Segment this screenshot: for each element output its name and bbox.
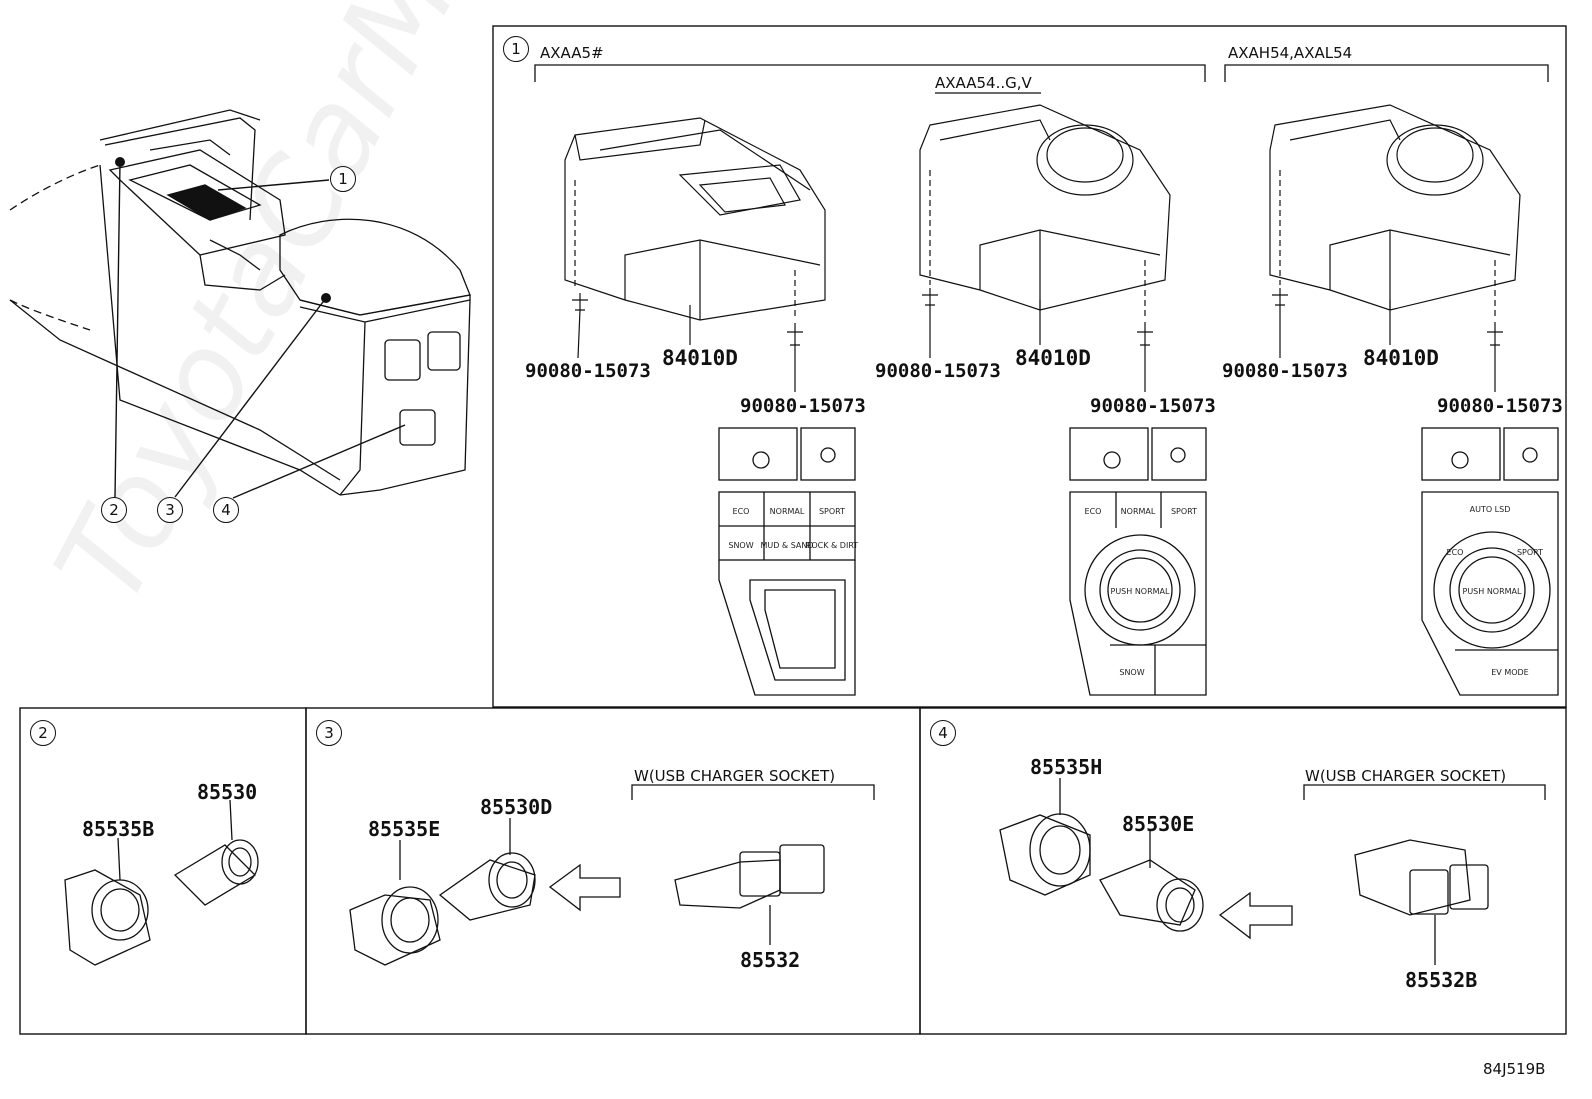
faceplate-a-labels: ECO NORMAL SPORT SNOW MUD & SAND ROCK & … xyxy=(728,507,858,550)
console-overview-drawing xyxy=(9,109,471,496)
overview-callout-3[interactable]: 3 xyxy=(157,497,183,523)
panel-3-parts xyxy=(349,784,875,966)
faceplate-b-labels: ECO NORMAL SPORT PUSH NORMAL SNOW xyxy=(1085,507,1198,677)
part-label-90080-15073-a2[interactable]: 90080-15073 xyxy=(740,395,866,417)
fp-c-btn-ev: EV MODE xyxy=(1491,668,1528,677)
switch-assembly-drawings xyxy=(564,104,1521,392)
panel-4-frame xyxy=(919,707,1567,1035)
part-label-85535h[interactable]: 85535H xyxy=(1030,755,1103,779)
part-label-85532[interactable]: 85532 xyxy=(740,948,801,972)
panel-1-frame xyxy=(492,25,1567,708)
fp-a-btn-rock: ROCK & DIRT xyxy=(806,541,859,550)
switch-assembly-c xyxy=(1269,104,1521,346)
switch-assembly-b xyxy=(919,104,1171,346)
fp-b-btn-eco: ECO xyxy=(1085,507,1102,516)
part-label-90080-15073-b1[interactable]: 90080-15073 xyxy=(875,360,1001,382)
fp-b-btn-normal: NORMAL xyxy=(1121,507,1156,516)
callout-dot-2 xyxy=(115,157,125,167)
panel-4-parts xyxy=(999,778,1546,965)
faceplate-b xyxy=(1069,427,1207,696)
group-label-axah54: AXAH54,AXAL54 xyxy=(1228,44,1353,62)
part-label-90080-15073-c1[interactable]: 90080-15073 xyxy=(1222,360,1348,382)
panel-2-index: 2 xyxy=(30,720,56,746)
faceplate-a xyxy=(718,427,856,696)
switch-assembly-a xyxy=(564,117,826,346)
switch-faceplates xyxy=(718,427,1559,696)
fp-c-btn-sport: SPORT xyxy=(1517,548,1543,557)
panel-3-frame xyxy=(305,707,921,1035)
fp-a-btn-sport: SPORT xyxy=(819,507,845,516)
fp-a-btn-eco: ECO xyxy=(733,507,750,516)
panel-3-index: 3 xyxy=(316,720,342,746)
fp-c-btn-lsd: AUTO LSD xyxy=(1470,505,1511,514)
panel-2-frame xyxy=(19,707,307,1035)
part-label-85530[interactable]: 85530 xyxy=(197,780,258,804)
panel-4-index: 4 xyxy=(930,720,956,746)
panel-1-index: 1 xyxy=(503,36,529,62)
faceplate-c xyxy=(1421,427,1559,696)
fp-c-dial: PUSH NORMAL xyxy=(1463,587,1523,596)
part-label-85535e[interactable]: 85535E xyxy=(368,817,441,841)
part-label-85530d[interactable]: 85530D xyxy=(480,795,553,819)
faceplate-c-labels: AUTO LSD ECO SPORT PUSH NORMAL EV MODE xyxy=(1447,505,1544,677)
callout-dot-3 xyxy=(321,293,331,303)
fp-b-btn-sport: SPORT xyxy=(1171,507,1197,516)
fp-a-btn-normal: NORMAL xyxy=(770,507,805,516)
part-label-90080-15073-c2[interactable]: 90080-15073 xyxy=(1437,395,1563,417)
part-label-85530e[interactable]: 85530E xyxy=(1122,812,1195,836)
overview-callout-1[interactable]: 1 xyxy=(330,166,356,192)
diagram-code: 84J519B xyxy=(1483,1060,1546,1078)
fp-c-btn-eco: ECO xyxy=(1447,548,1464,557)
overview-callout-4[interactable]: 4 xyxy=(213,497,239,523)
overview-callout-2[interactable]: 2 xyxy=(101,497,127,523)
fp-b-dial: PUSH NORMAL xyxy=(1111,587,1171,596)
usb-charger-label-3: W(USB CHARGER SOCKET) xyxy=(634,767,836,785)
panel-2-parts xyxy=(64,799,259,966)
part-label-84010d-b[interactable]: 84010D xyxy=(1015,346,1091,370)
part-label-85535b[interactable]: 85535B xyxy=(82,817,155,841)
fp-a-btn-snow: SNOW xyxy=(728,541,753,550)
part-label-90080-15073-a1[interactable]: 90080-15073 xyxy=(525,360,651,382)
part-label-85532b[interactable]: 85532B xyxy=(1405,968,1478,992)
group-label-axaa5: AXAA5# xyxy=(540,44,604,62)
part-label-90080-15073-b2[interactable]: 90080-15073 xyxy=(1090,395,1216,417)
fp-a-btn-mud: MUD & SAND xyxy=(760,541,813,550)
group-label-axaa54: AXAA54..G,V xyxy=(935,74,1032,92)
part-label-84010d-c[interactable]: 84010D xyxy=(1363,346,1439,370)
fp-b-btn-snow: SNOW xyxy=(1119,668,1144,677)
part-label-84010d-a[interactable]: 84010D xyxy=(662,346,738,370)
usb-charger-label-4: W(USB CHARGER SOCKET) xyxy=(1305,767,1507,785)
